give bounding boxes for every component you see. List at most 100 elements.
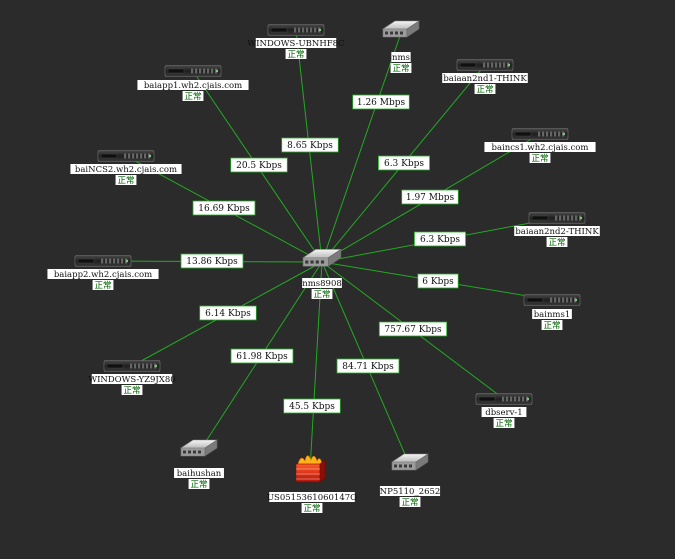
server-icon[interactable]: [164, 65, 222, 77]
node-name: baiaan2nd1-THINK: [443, 74, 527, 84]
server-icon[interactable]: [511, 128, 569, 140]
server-icon[interactable]: [528, 212, 586, 224]
switch-icon[interactable]: [391, 453, 429, 471]
status-badge: 正常: [546, 237, 568, 248]
node-label: nms8908: [302, 278, 342, 289]
node-name: dbserv-1: [485, 408, 522, 418]
node-name: baiapp1.wh2.cjais.com: [144, 81, 242, 91]
node-label: baiapp1.wh2.cjais.com: [137, 80, 249, 91]
status-text: 正常: [543, 320, 560, 331]
status-badge: 正常: [301, 503, 323, 514]
node-name: baihushan: [177, 469, 222, 479]
node-label: dbserv-1: [481, 407, 527, 418]
link-rate-label: 8.65 Kbps: [281, 137, 339, 153]
status-badge: 正常: [493, 418, 515, 429]
link-rate-label: 757.67 Kbps: [378, 321, 448, 337]
status-badge: 正常: [529, 153, 551, 164]
node-name: NP5110_2652: [380, 487, 441, 497]
server-icon[interactable]: [523, 294, 581, 306]
server-icon[interactable]: [456, 59, 514, 71]
node-label: baiaan2nd2-THINK: [514, 226, 600, 237]
status-badge: 正常: [285, 49, 307, 60]
node-name: nms8908: [302, 279, 342, 289]
status-badge: 正常: [121, 385, 143, 396]
link-rate: 61.98 Kbps: [236, 352, 288, 362]
status-text: 正常: [476, 84, 493, 95]
node-name: WINDOWS-UBNHF8C: [247, 39, 344, 49]
node-name: baiapp2.wh2.cjais.com: [54, 270, 152, 280]
node-name: US0515361060147O: [267, 493, 357, 503]
link-rate: 84.71 Kbps: [342, 362, 394, 372]
server-icon[interactable]: [97, 150, 155, 162]
link-rate: 45.5 Kbps: [289, 402, 335, 412]
link-rate-label: 84.71 Kbps: [336, 358, 400, 374]
node-label: nms: [391, 52, 411, 63]
node-label: bainms1: [532, 309, 572, 320]
link-rate-label: 1.97 Mbps: [401, 189, 459, 205]
node-dbserv1[interactable]: dbserv-1正常: [475, 393, 533, 430]
status-text: 正常: [117, 175, 134, 186]
link-nms: [321, 32, 402, 263]
link-rate: 6.3 Kbps: [384, 159, 424, 169]
server-icon[interactable]: [103, 360, 161, 372]
link-rate-label: 13.86 Kbps: [180, 253, 244, 269]
status-text: 正常: [392, 63, 409, 74]
status-badge: 正常: [311, 289, 333, 300]
node-label: baiaan2nd1-THINK: [442, 73, 528, 84]
status-text: 正常: [184, 91, 201, 102]
link-rate: 6.3 Kbps: [420, 235, 460, 245]
server-icon[interactable]: [74, 255, 132, 267]
server-icon[interactable]: [267, 24, 325, 36]
status-text: 正常: [548, 237, 565, 248]
status-text: 正常: [123, 385, 140, 396]
status-badge: 正常: [541, 320, 563, 331]
switch-icon[interactable]: [382, 20, 420, 38]
link-rate-label: 61.98 Kbps: [230, 348, 294, 364]
status-badge: 正常: [399, 497, 421, 508]
server-icon[interactable]: [475, 393, 533, 405]
status-text: 正常: [190, 479, 207, 490]
node-label: baincs1.wh2.cjais.com: [484, 142, 596, 153]
status-badge: 正常: [188, 479, 210, 490]
link-rate: 6.14 Kbps: [205, 309, 251, 319]
status-text: 正常: [401, 497, 418, 508]
status-badge: 正常: [390, 63, 412, 74]
node-name: WINDOWS-YZ9JX80: [88, 375, 175, 385]
node-label: NP5110_2652: [380, 486, 441, 497]
link-rate: 20.5 Kbps: [236, 161, 282, 171]
link-rate: 8.65 Kbps: [287, 141, 333, 151]
switch-icon[interactable]: [180, 439, 218, 457]
link-rate: 1.26 Mbps: [357, 98, 406, 108]
link-rate: 1.97 Mbps: [406, 193, 455, 203]
status-text: 正常: [303, 503, 320, 514]
link-rate-label: 16.69 Kbps: [192, 200, 256, 216]
node-name: baiNCS2.wh2.cjais.com: [75, 165, 177, 175]
link-rate-label: 45.5 Kbps: [283, 398, 341, 414]
link-rate: 6 Kbps: [422, 277, 454, 287]
node-name: nms: [392, 53, 410, 63]
node-label: baihushan: [174, 468, 224, 479]
link-rate: 13.86 Kbps: [186, 257, 238, 267]
link-rate-label: 6.3 Kbps: [413, 231, 466, 247]
status-text: 正常: [495, 418, 512, 429]
node-label: baiNCS2.wh2.cjais.com: [70, 164, 182, 175]
status-text: 正常: [287, 49, 304, 60]
firewall-icon[interactable]: [295, 455, 326, 483]
switch-icon[interactable]: [302, 248, 342, 267]
